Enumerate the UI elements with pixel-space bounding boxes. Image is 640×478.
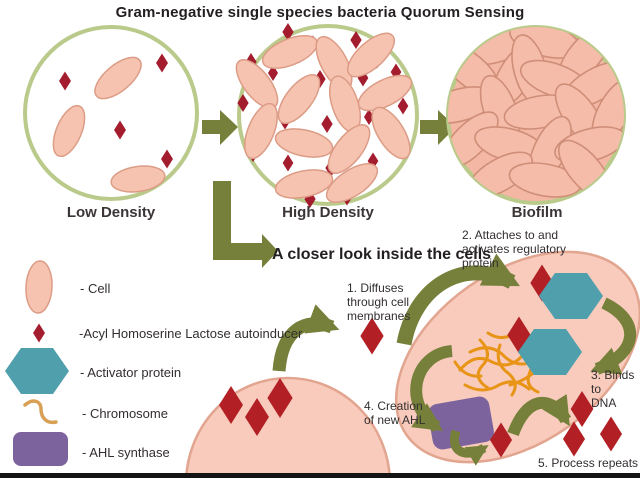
bacterium-cells bbox=[235, 32, 413, 203]
legend-label-chromosome: - Chromosome bbox=[82, 406, 168, 421]
bacterium-cells bbox=[52, 56, 166, 193]
step3-note: 3. Binds to DNA bbox=[591, 368, 635, 411]
legend-label-autoinducer: -Acyl Homoserine Lactose autoinducer bbox=[79, 326, 303, 341]
legend-label-cell: - Cell bbox=[80, 281, 111, 296]
closer-look-heading: A closer look inside the cells bbox=[272, 246, 492, 263]
biofilm-circle bbox=[446, 25, 626, 205]
biofilm-label: Biofilm bbox=[511, 204, 563, 221]
autoinducer-diamond-icon bbox=[33, 323, 45, 343]
legend-label-ahl-synthase: - AHL synthase bbox=[82, 445, 170, 460]
step2-note: 2. Attaches to and activates regulatory … bbox=[462, 228, 567, 271]
closer-look-arrow bbox=[213, 181, 278, 268]
cell-icon bbox=[25, 260, 53, 314]
ahl-synthase-icon bbox=[13, 432, 68, 466]
low-density-label: Low Density bbox=[66, 204, 156, 221]
biofilm-cells bbox=[448, 27, 624, 201]
step1-note: 1. Diffuses through cell membranes bbox=[347, 281, 411, 324]
low-density-circle bbox=[23, 25, 199, 201]
chromosome-icon bbox=[23, 399, 58, 425]
chromosome-tangle bbox=[453, 331, 540, 397]
activator-protein-icon bbox=[5, 348, 69, 394]
legend-icons bbox=[5, 260, 69, 466]
legend-label-activator-protein: - Activator protein bbox=[80, 365, 182, 380]
diagram-title: Gram-negative single species bacteria Qu… bbox=[115, 4, 525, 21]
activation-arrow bbox=[396, 253, 520, 346]
activator-hexagon-2 bbox=[507, 316, 582, 375]
high-density-label: High Density bbox=[282, 204, 374, 221]
dna-binding-arrow bbox=[590, 297, 637, 375]
high-density-circle bbox=[235, 23, 419, 208]
step4-note: 4. Creation of new AHL bbox=[364, 399, 426, 428]
source-cell bbox=[184, 376, 392, 478]
inside-cell-diagram bbox=[184, 250, 640, 478]
diffusion-arrow bbox=[272, 304, 340, 372]
ahl-synthase-rect bbox=[428, 396, 494, 450]
step5-note: 5. Process repeats bbox=[538, 456, 639, 470]
ahl-creation-arrow bbox=[410, 345, 454, 433]
process-repeat-arrow bbox=[507, 394, 572, 437]
bottom-border bbox=[0, 473, 640, 478]
stage-arrow-1 bbox=[202, 110, 238, 145]
activator-hexagon-1 bbox=[530, 264, 603, 319]
synthase-output-arrow bbox=[449, 429, 489, 466]
